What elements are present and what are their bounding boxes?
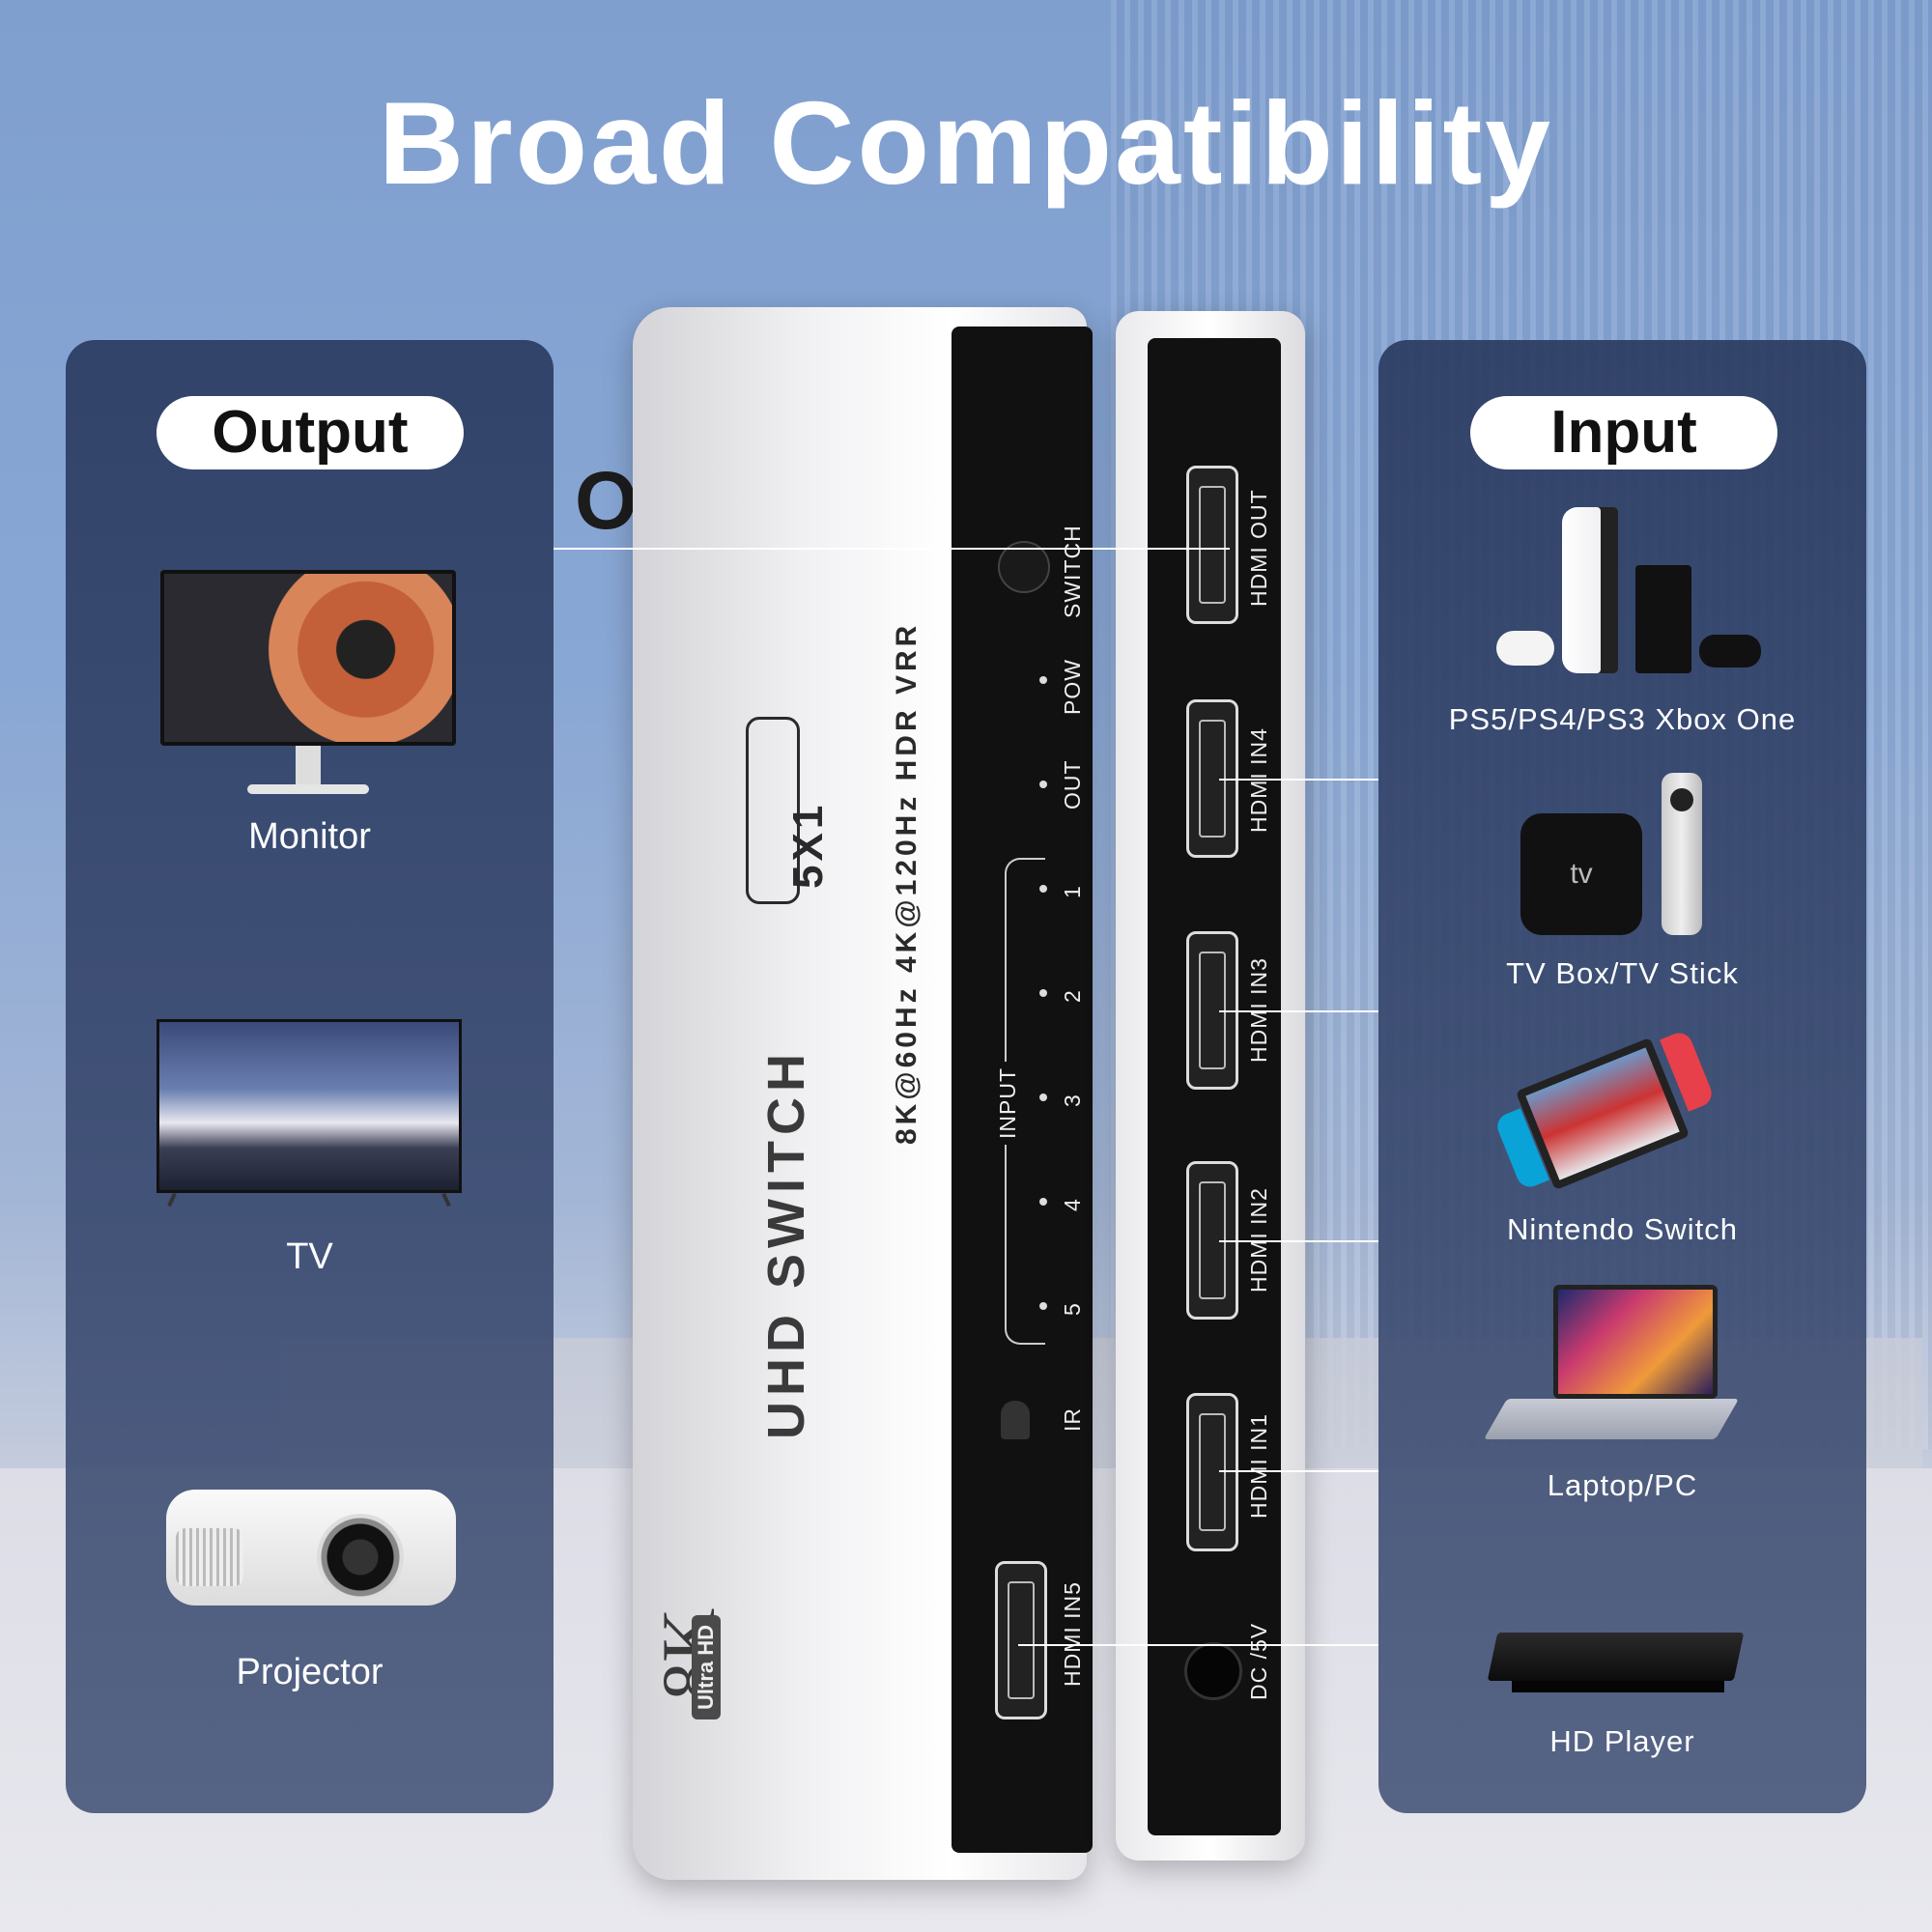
projector-icon — [166, 1480, 456, 1615]
label-out: OUT — [1060, 759, 1085, 810]
output-label-tv: TV — [286, 1236, 333, 1277]
tv-icon — [156, 1019, 462, 1208]
hdmi-out-port[interactable] — [1186, 466, 1238, 624]
input-led-1 — [1039, 885, 1047, 893]
pow-led — [1039, 676, 1047, 684]
input-label-laptop: Laptop/PC — [1547, 1468, 1698, 1502]
label-input-2: 2 — [1060, 989, 1085, 1003]
label-pow: POW — [1060, 659, 1085, 715]
wire-in1 — [1219, 1470, 1378, 1472]
label-input-4: 4 — [1060, 1198, 1085, 1211]
monitor-icon — [160, 570, 456, 802]
label-switch: SWITCH — [1060, 525, 1085, 618]
model-badge — [746, 717, 800, 904]
tv-box-icon: tv — [1520, 773, 1714, 937]
input-led-2 — [1039, 989, 1047, 997]
label-hdmi-out: HDMI OUT — [1246, 489, 1271, 607]
label-input: INPUT — [995, 1062, 1021, 1145]
input-led-3 — [1039, 1094, 1047, 1101]
output-heading: Output — [156, 396, 464, 469]
input-led-5 — [1039, 1302, 1047, 1310]
label-input-3: 3 — [1060, 1094, 1085, 1107]
logo-ultra-hd: Ultra HD — [692, 1614, 721, 1719]
hd-player-icon — [1487, 1633, 1745, 1694]
switch-button[interactable] — [998, 541, 1050, 593]
label-dc: DC /5V — [1246, 1622, 1271, 1700]
label-input-5: 5 — [1060, 1302, 1085, 1316]
console-icon — [1492, 507, 1773, 681]
spec-line: 8K@60Hz 4K@120Hz HDR VRR — [891, 621, 923, 1145]
product-name: UHD SWITCH — [757, 1048, 815, 1439]
input-label-console: PS5/PS4/PS3 Xbox One — [1448, 702, 1797, 736]
wire-in2 — [1219, 1240, 1378, 1242]
input-label-nintendo-switch: Nintendo Switch — [1506, 1212, 1738, 1246]
input-label-hd-player: HD Player — [1549, 1724, 1695, 1758]
wire-in4 — [1219, 779, 1378, 781]
input-label-tv-box: TV Box/TV Stick — [1506, 956, 1739, 990]
model-badge-text: 5X1 — [784, 801, 832, 889]
banner-title: Broad Compatibility — [378, 77, 1554, 209]
input-led-4 — [1039, 1198, 1047, 1206]
nintendo-switch-icon — [1493, 1029, 1729, 1196]
hdmi-in1-port[interactable] — [1186, 1393, 1238, 1551]
label-hdmi-in1: HDMI IN1 — [1246, 1413, 1271, 1519]
ir-sensor — [1001, 1401, 1030, 1439]
output-label-projector: Projector — [236, 1652, 384, 1692]
hdmi-in5-port[interactable] — [995, 1561, 1047, 1719]
label-ir: IR — [1060, 1407, 1085, 1432]
laptop-icon — [1483, 1285, 1740, 1457]
wire-out — [554, 548, 1230, 550]
output-label-monitor: Monitor — [248, 816, 371, 857]
wire-in5 — [1018, 1644, 1378, 1646]
input-heading: Input — [1470, 396, 1777, 469]
label-hdmi-in5: HDMI IN5 — [1060, 1581, 1085, 1687]
dc-power-jack[interactable] — [1184, 1642, 1242, 1700]
wire-in3 — [1219, 1010, 1378, 1012]
label-input-1: 1 — [1060, 885, 1085, 898]
out-led — [1039, 781, 1047, 788]
